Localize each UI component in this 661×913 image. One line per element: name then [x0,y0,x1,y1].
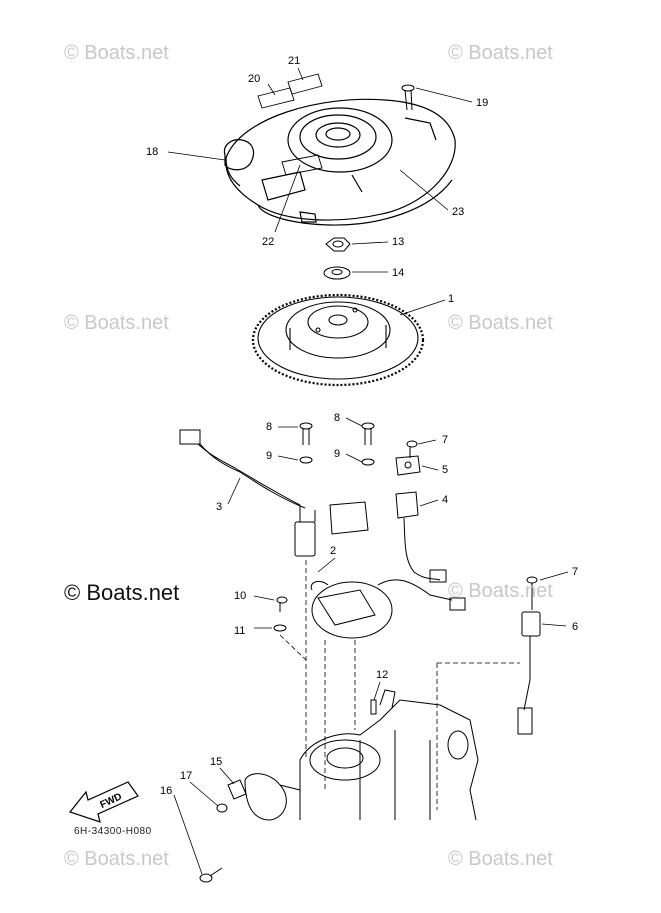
flywheel-cover [223,98,456,226]
watermark-bottom-right: © Boats.net [448,848,553,870]
watermark-center: © Boats.net [64,580,180,605]
callout-labels: 21 20 19 18 23 22 13 14 1 8 8 9 9 7 5 4 … [146,55,578,797]
callout-12: 12 [376,669,388,681]
callout-21: 21 [288,55,300,67]
bolt-8-left [299,422,313,445]
callout-22: 22 [262,236,274,248]
bolt-10 [276,596,288,612]
engine-block [244,689,479,821]
callout-16: 16 [160,785,172,797]
assembly-lines [279,560,520,810]
washer-9-left [299,456,313,464]
decal-20 [257,87,295,109]
washer-14 [323,266,351,280]
flywheel [251,293,425,387]
callout-1: 1 [448,293,454,305]
decal-21 [287,73,323,95]
watermark-bottom-left: © Boats.net [64,848,169,870]
callout-8-right: 8 [334,412,340,424]
washer-11 [273,624,287,632]
callout-8-left: 8 [266,421,272,433]
callout-6: 6 [572,621,578,633]
callout-19: 19 [476,97,488,109]
callout-18: 18 [146,146,158,158]
watermark-mid-right: © Boats.net [448,312,553,334]
stator-coil-2 [310,579,466,639]
washer-9-right [361,458,375,466]
watermark-mid-left: © Boats.net [64,312,169,334]
diagram-code: 6H-34300-H080 [74,826,152,837]
leader-lines [167,67,569,875]
bracket-5 [395,455,421,476]
nut-13 [325,237,351,252]
callout-11: 11 [234,625,245,637]
bracket-15 [227,779,247,800]
callout-20: 20 [248,73,260,85]
callout-9-right: 9 [334,448,340,460]
screw-19 [401,84,415,111]
watermark-lower-right: © Boats.net [448,580,553,602]
decal-22 [281,154,323,176]
callout-2: 2 [330,545,336,557]
charge-coil-3 [179,429,369,557]
callout-10: 10 [234,590,246,602]
fwd-arrow-icon [68,781,139,823]
screw-7-upper [406,440,418,458]
callout-5: 5 [442,464,448,476]
callout-14: 14 [392,267,404,279]
callout-17: 17 [180,770,192,782]
callout-3: 3 [216,501,222,513]
watermark-top-left: © Boats.net [64,42,169,64]
callout-7-upper: 7 [442,434,448,446]
sensor-6 [517,576,541,735]
callout-23: 23 [452,206,464,218]
washer-17 [216,803,228,813]
callout-13: 13 [392,236,404,248]
callout-4: 4 [442,494,448,506]
screw-16 [199,867,223,883]
watermark-top-right: © Boats.net [448,42,553,64]
pin-12 [370,699,377,715]
callout-9-left: 9 [266,450,272,462]
bolt-8-right [361,422,375,445]
pulser-coil-4 [395,491,447,583]
callout-15: 15 [210,756,222,768]
callout-7-lower: 7 [572,566,578,578]
